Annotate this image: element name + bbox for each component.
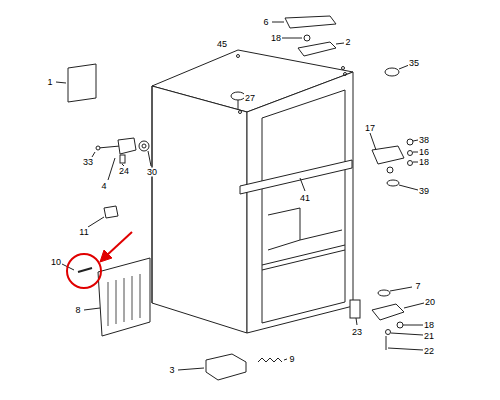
callout-number: 18: [270, 34, 282, 43]
callout-number: 11: [78, 228, 89, 237]
callout-number: 33: [82, 158, 94, 167]
callout-number: 35: [408, 59, 420, 68]
callout-number: 20: [424, 298, 436, 307]
callout-number: 18: [418, 158, 430, 167]
highlight-circle: [67, 254, 101, 288]
grille-panel: [98, 258, 150, 336]
callout-number: 18: [423, 321, 435, 330]
callout-number: 23: [351, 328, 363, 337]
callout-number: 41: [299, 194, 311, 203]
cabinet: [152, 50, 353, 333]
callout-number: 10: [50, 258, 62, 267]
manual: [68, 64, 96, 102]
callout-number: 39: [418, 187, 430, 196]
callout-number: 1: [46, 78, 53, 87]
callout-number: 6: [262, 18, 269, 27]
callout-number: 8: [74, 306, 81, 315]
callout-number: 30: [146, 168, 158, 177]
callout-number: 27: [244, 94, 256, 103]
highlight-arrow: [100, 250, 112, 262]
callout-number: 4: [100, 182, 107, 191]
callout-number: 22: [423, 347, 435, 356]
callout-number: 21: [423, 332, 435, 341]
hinge-cap: [285, 16, 336, 28]
callout-number: 45: [216, 40, 228, 49]
callout-number: 24: [118, 167, 130, 176]
callout-number: 17: [364, 124, 376, 133]
callout-number: 9: [288, 355, 295, 364]
callout-number: 7: [414, 282, 421, 291]
callout-number: 2: [344, 38, 351, 47]
callout-number: 3: [168, 366, 175, 375]
callout-number: 38: [418, 136, 430, 145]
callout-number: 16: [418, 148, 430, 157]
top-hinge: [298, 42, 336, 56]
